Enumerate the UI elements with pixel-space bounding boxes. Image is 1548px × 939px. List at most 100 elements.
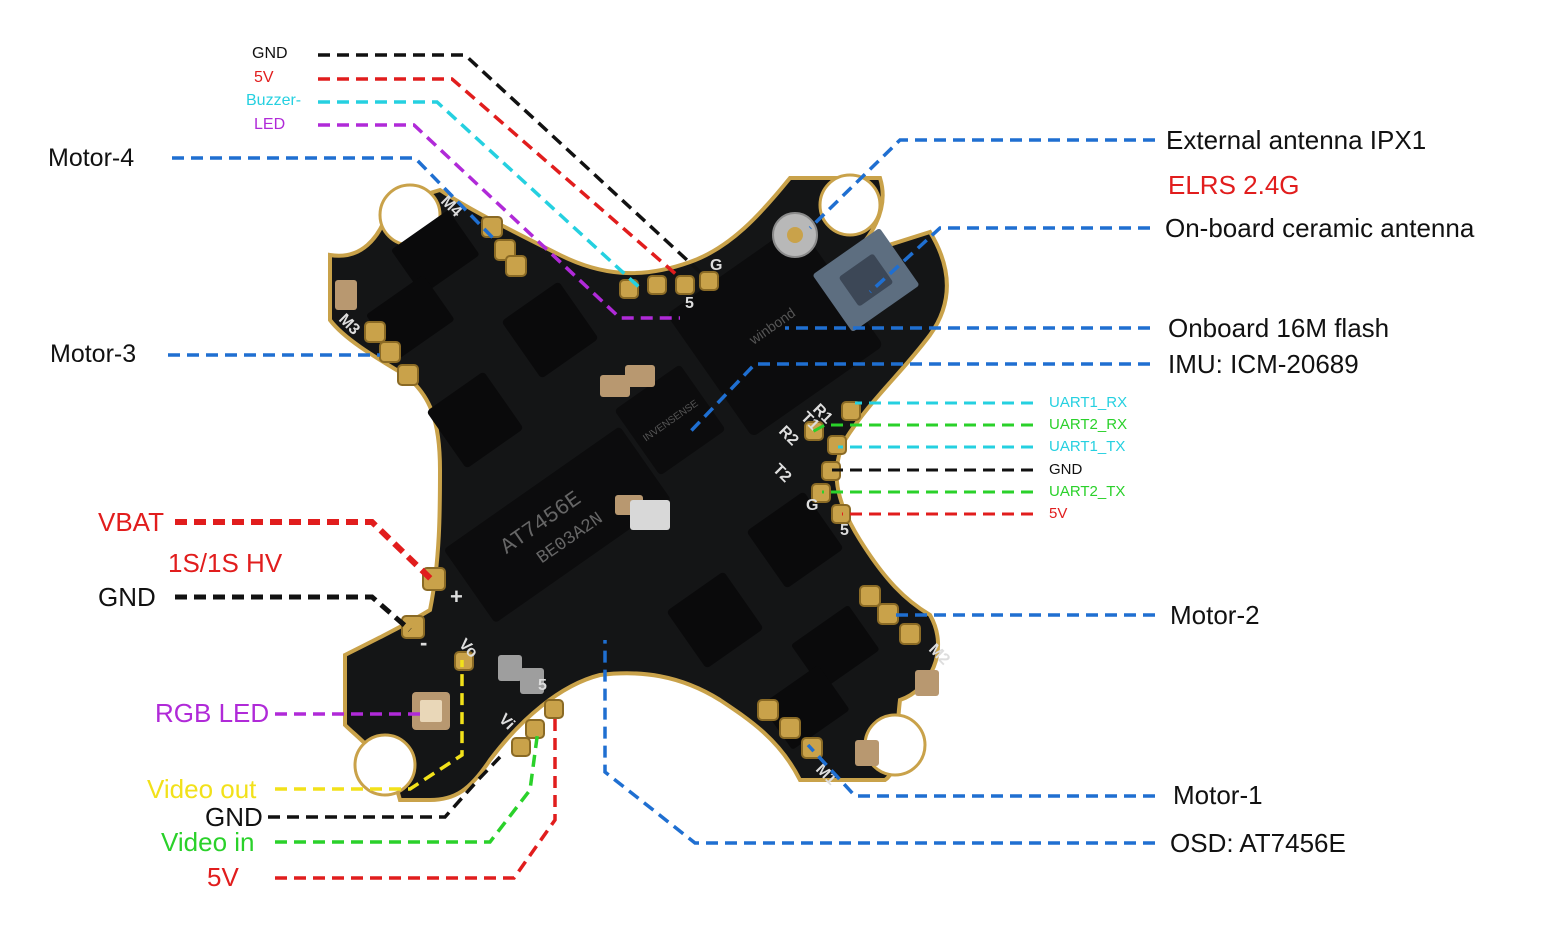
osd-chip: AT7456E BE03A2N <box>445 427 670 622</box>
pad-t2 <box>811 483 831 503</box>
line-ceramic-antenna <box>868 226 1150 294</box>
ipx-connector-pin <box>787 227 803 243</box>
label-top-gnd: GND <box>252 45 288 62</box>
pad-m1b <box>779 717 801 739</box>
imu-chip: INVENSENSE <box>615 365 725 475</box>
silk-5v-video: 5 <box>538 677 547 694</box>
line-osd <box>603 640 1155 845</box>
rgb-led-lens <box>420 700 442 722</box>
pad-m4c <box>505 255 527 277</box>
mount-hole-bottom-left <box>353 733 417 797</box>
line-led <box>318 123 680 320</box>
label-imu: IMU: ICM-20689 <box>1168 349 1359 379</box>
leader-lines <box>168 53 1155 880</box>
crystal <box>630 500 670 530</box>
silk-plus: + <box>450 584 463 609</box>
esc-chip-2 <box>747 492 843 588</box>
pad-m3b <box>379 341 401 363</box>
pad-m2c <box>899 623 921 645</box>
line-uart2-rx <box>811 423 1033 434</box>
label-vbat-type: 1S/1S HV <box>168 548 283 578</box>
pad-gnd-top <box>699 271 719 291</box>
label-video-in: Video in <box>161 827 255 857</box>
line-buzzer <box>318 100 642 290</box>
mosfet-m3 <box>367 275 454 359</box>
label-ceramic-antenna: On-board ceramic antenna <box>1165 213 1475 243</box>
label-uart2-rx: UART2_RX <box>1049 416 1128 433</box>
label-gnd-right: GND <box>1049 461 1083 478</box>
line-video-out <box>275 660 464 791</box>
label-uart1-rx: UART1_RX <box>1049 394 1128 411</box>
label-flash: Onboard 16M flash <box>1168 313 1390 343</box>
pad-m2a <box>859 585 881 607</box>
label-gnd-batt: GND <box>98 582 156 612</box>
pad-5v-right <box>831 504 851 524</box>
label-vbat: VBAT <box>98 507 164 537</box>
silk-minus: - <box>420 630 427 655</box>
label-buzzer: Buzzer- <box>246 92 302 109</box>
silk-g-right: G <box>806 497 818 514</box>
capacitor <box>498 655 522 681</box>
capacitor <box>855 740 879 766</box>
pad-vi <box>525 719 545 739</box>
label-osd: OSD: AT7456E <box>1170 828 1346 858</box>
label-5v-right: 5V <box>1049 505 1068 522</box>
pad-5v-video <box>544 699 564 719</box>
line-imu <box>688 362 1150 434</box>
pad-m1a <box>757 699 779 721</box>
pad-gnd-batt <box>401 615 425 639</box>
label-5v-video: 5V <box>207 862 239 892</box>
flight-controller-board: winbond INVENSENSE AT7456E BE03A2N <box>328 173 953 802</box>
line-motor1 <box>806 743 1155 798</box>
pad-5v-top <box>675 275 695 295</box>
label-gnd-video: GND <box>205 802 263 832</box>
pad-vo <box>454 651 474 671</box>
mosfet-m4 <box>392 210 479 294</box>
label-rgb-led: RGB LED <box>155 698 270 728</box>
pad-m3c <box>397 364 419 386</box>
pad-buzzer <box>647 275 667 295</box>
line-5v-video <box>275 718 557 880</box>
capacitor <box>600 375 630 397</box>
label-uart1-tx: UART1_TX <box>1049 438 1126 455</box>
capacitor <box>625 365 655 387</box>
pad-m2b <box>877 603 899 625</box>
mount-hole-top-right <box>818 173 882 237</box>
pad-r1 <box>841 401 861 421</box>
silk-5-right: 5 <box>840 522 849 539</box>
label-elrs: ELRS 2.4G <box>1168 170 1300 200</box>
label-ext-antenna: External antenna IPX1 <box>1166 125 1427 155</box>
label-top-5v: 5V <box>254 69 274 86</box>
line-ext-antenna <box>808 138 1155 230</box>
label-video-out: Video out <box>147 774 257 804</box>
line-motor4 <box>172 156 497 242</box>
pad-vi-gnd <box>511 737 531 757</box>
line-gnd-video <box>268 755 502 819</box>
line-top-gnd <box>318 53 702 274</box>
capacitor <box>520 668 544 694</box>
ceramic-antenna-core <box>839 254 893 306</box>
esc-chip-3 <box>667 572 763 668</box>
label-motor2: Motor-2 <box>1170 600 1260 630</box>
line-top-5v <box>318 77 680 278</box>
label-led: LED <box>254 116 286 133</box>
esc-chip-1 <box>427 372 523 468</box>
pad-t1 <box>827 435 847 455</box>
label-motor3: Motor-3 <box>50 340 137 368</box>
label-uart2-tx: UART2_TX <box>1049 483 1126 500</box>
capacitor <box>335 280 357 310</box>
line-video-in <box>275 729 540 844</box>
pad-m3a <box>364 321 386 343</box>
line-vbat <box>175 519 435 583</box>
line-gnd-batt <box>175 594 412 632</box>
mcu-chip <box>502 282 598 378</box>
label-motor4: Motor-4 <box>48 144 135 172</box>
pad-m4a <box>481 216 503 238</box>
silk-g-top: G <box>710 257 722 274</box>
capacitor <box>915 670 939 696</box>
silk-5-top: 5 <box>685 295 694 312</box>
label-motor1: Motor-1 <box>1173 780 1263 810</box>
pads <box>364 216 921 759</box>
